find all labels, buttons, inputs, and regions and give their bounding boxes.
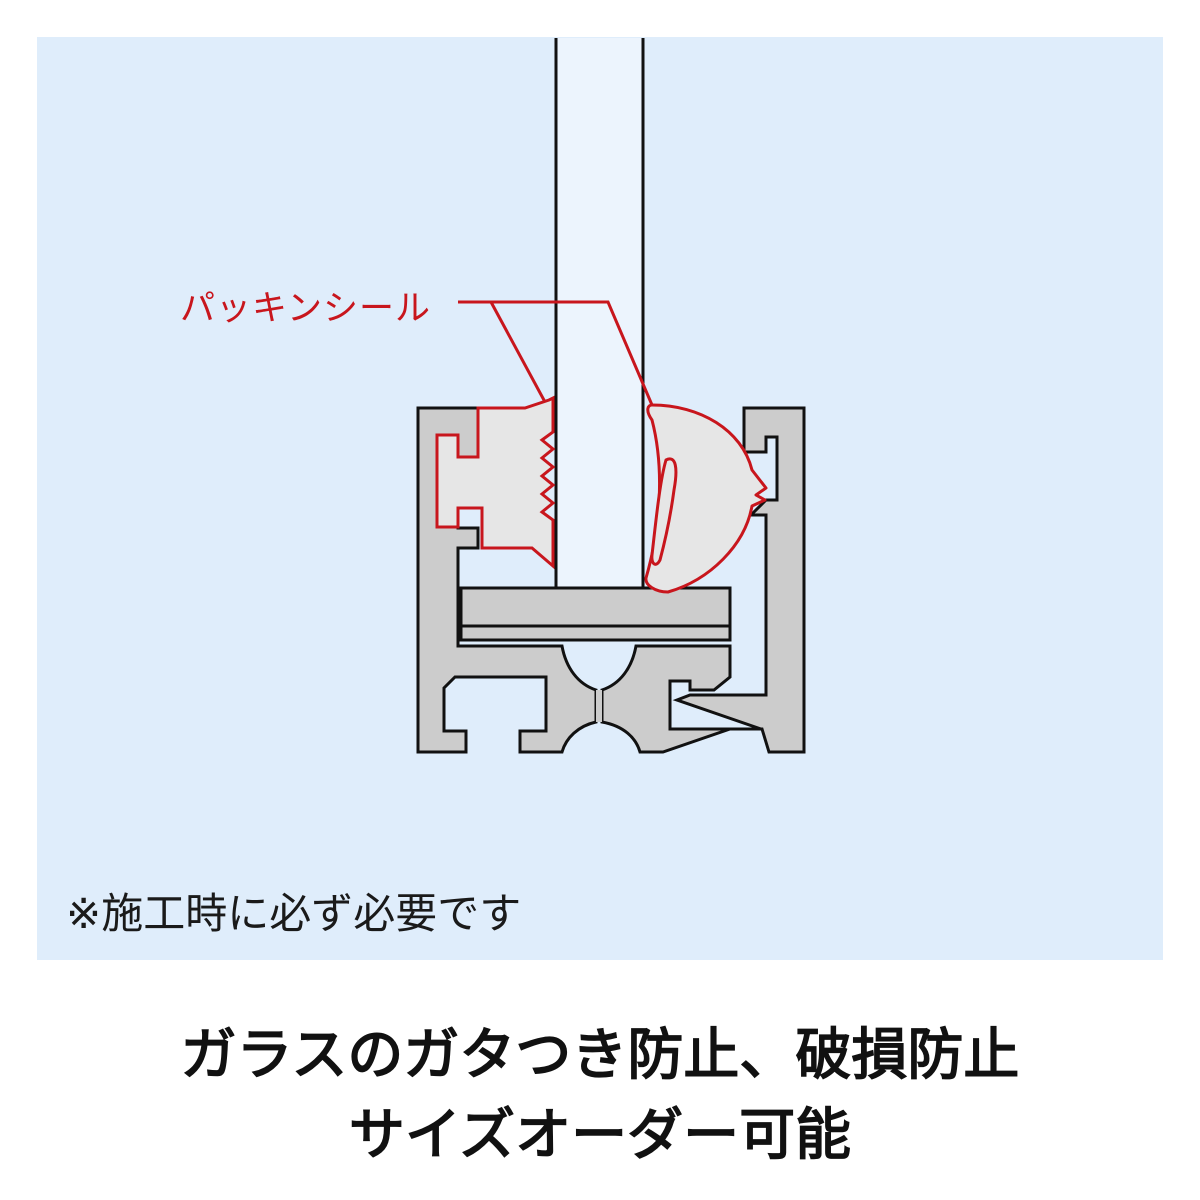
left-packing-seal [435, 395, 556, 570]
caption-line-2: サイズオーダー可能 [348, 1103, 852, 1168]
caption-line-1: ガラスのガタつき防止、破損防止 [180, 1023, 1020, 1088]
callout-leader-lines [458, 300, 654, 406]
right-packing-seal [644, 403, 768, 594]
installation-note: ※施工時に必ず必要です [66, 889, 522, 938]
packing-seal-callout-label: パッキンシール [180, 289, 431, 329]
glass-pane [554, 38, 645, 588]
aluminum-channel-profile [416, 406, 806, 754]
